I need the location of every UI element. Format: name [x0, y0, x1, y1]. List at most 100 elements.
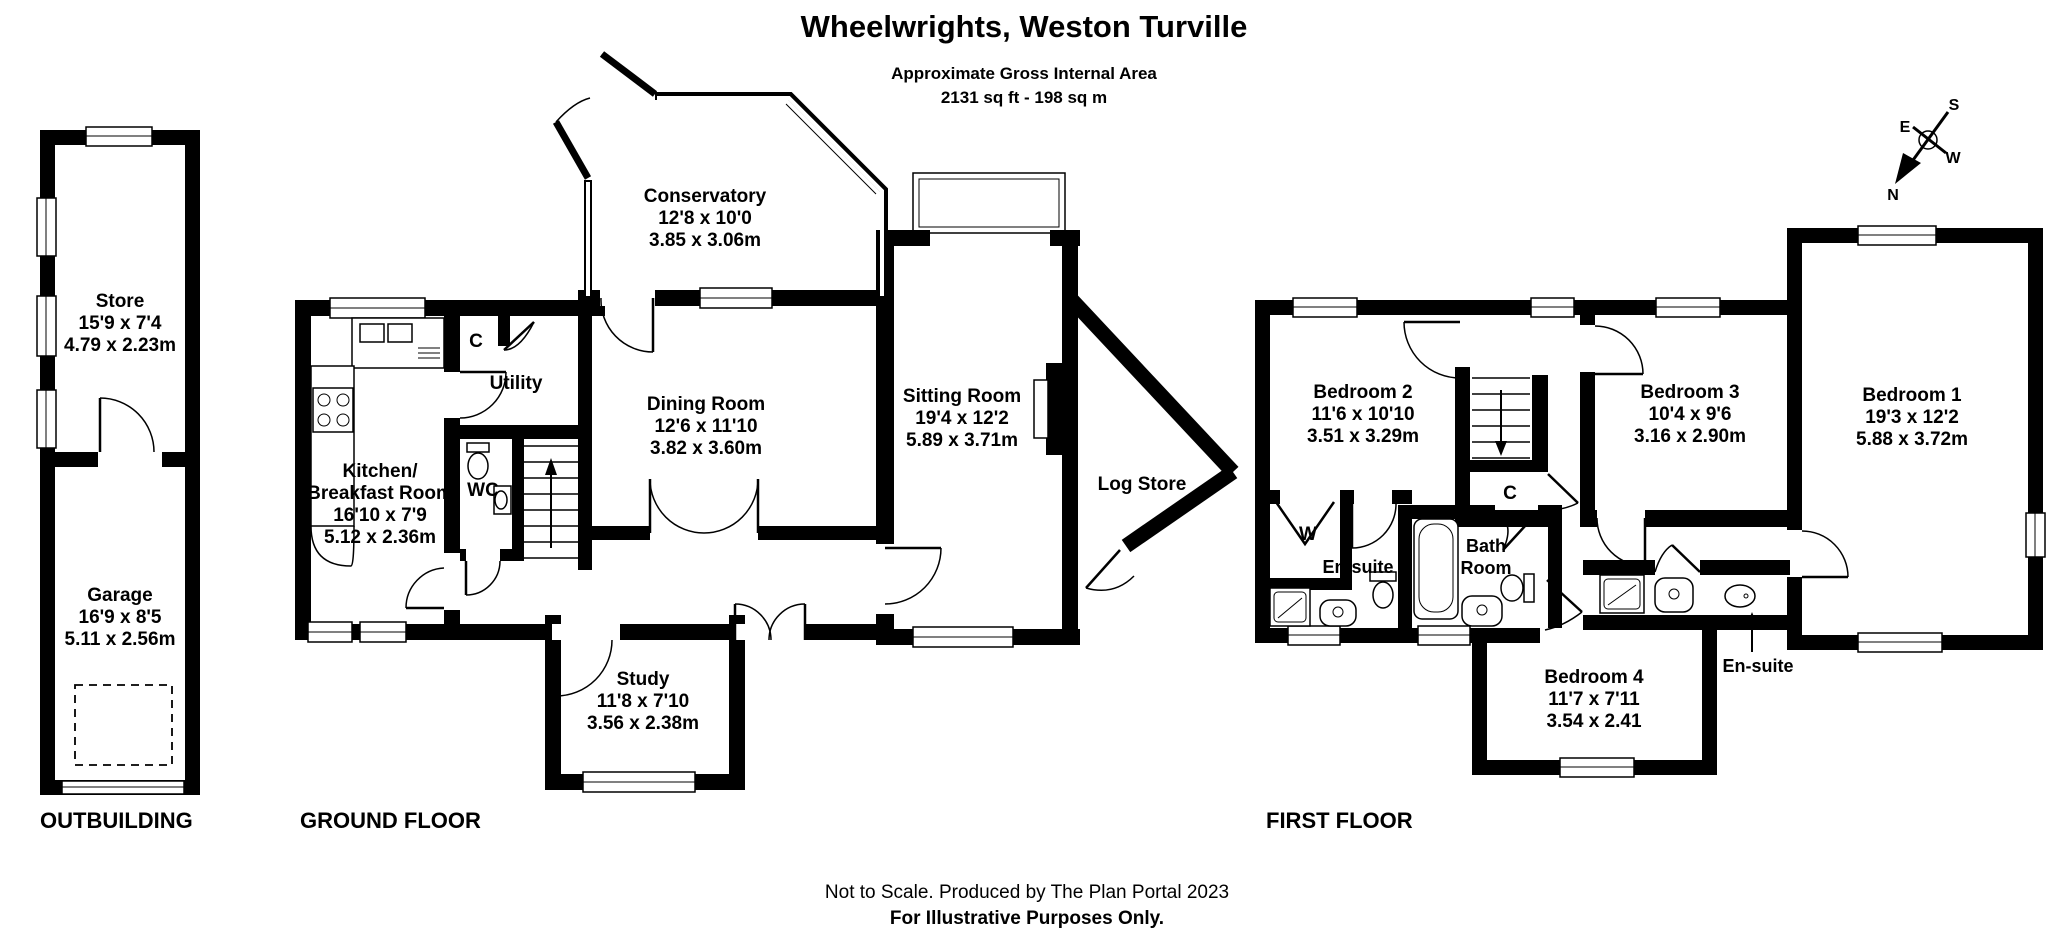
bath [1413, 518, 1459, 620]
room-name2: Breakfast Room [307, 483, 453, 504]
room-size-metric: 3.54 x 2.41 [1546, 711, 1642, 732]
room-name: Dining Room [647, 394, 765, 415]
bedroom3-label: Bedroom 3 10'4 x 9'6 3.16 x 2.90m [1634, 382, 1746, 447]
toilet [1724, 584, 1756, 608]
cupboard-label: C [1503, 483, 1517, 504]
room-name: Bedroom 1 [1862, 385, 1962, 406]
room-size-imperial: 19'3 x 12'2 [1865, 407, 1959, 428]
bedroom4-label: Bedroom 4 11'7 x 7'11 3.54 x 2.41 [1544, 667, 1644, 732]
ensuite1-fixtures [1599, 574, 1756, 614]
fireplace [1033, 379, 1049, 439]
conservatory-doors [552, 51, 658, 180]
outbuilding-floor-label: OUTBUILDING [40, 808, 193, 833]
room-size-metric: 3.85 x 3.06m [649, 230, 761, 251]
kitchen-label: Kitchen/ Breakfast Room 16'10 x 7'9 5.12… [307, 461, 453, 548]
store-door [98, 397, 155, 453]
sink-bowl [359, 323, 385, 343]
first-floor-walls [1255, 228, 2043, 775]
dining-label: Dining Room 12'6 x 11'10 3.82 x 3.60m [647, 394, 765, 459]
window [36, 295, 57, 357]
room-size-imperial: 10'4 x 9'6 [1649, 404, 1732, 425]
study-label: Study 11'8 x 7'10 3.56 x 2.38m [587, 669, 699, 734]
stairs-up [524, 445, 578, 559]
room-size-imperial: 11'8 x 7'10 [597, 691, 690, 712]
basin [1319, 599, 1357, 627]
room-size-imperial: 16'9 x 8'5 [79, 607, 162, 628]
room-name: Conservatory [644, 186, 767, 207]
stairs-up-arrow [545, 458, 557, 475]
room-name2: Room [1461, 558, 1512, 578]
bedroom1-label: Bedroom 1 19'3 x 12'2 5.88 x 3.72m [1856, 385, 1968, 450]
ensuite-arrow [1746, 612, 1758, 627]
shower [1269, 587, 1311, 627]
window [582, 771, 696, 793]
room-size-imperial: 16'10 x 7'9 [333, 505, 427, 526]
room-name: Kitchen/ [343, 461, 419, 482]
plan-subtitle-area: Approximate Gross Internal Area [891, 64, 1157, 83]
sink-bowl [387, 323, 413, 343]
first-floor-doors [1274, 320, 1849, 631]
first-floor-plan: Bedroom 2 11'6 x 10'10 3.51 x 3.29m Bedr… [1255, 225, 2046, 833]
room-name: Garage [87, 585, 152, 606]
ground-floor-doors [405, 297, 1135, 697]
bathroom-fixtures [1413, 518, 1535, 627]
sitting-label: Sitting Room 19'4 x 12'2 5.89 x 3.71m [903, 386, 1021, 451]
room-size-metric: 5.89 x 3.71m [906, 430, 1018, 451]
toilet [1500, 574, 1524, 602]
ground-floor-plan: Conservatory 12'8 x 10'0 3.85 x 3.06m C … [295, 51, 1239, 833]
window [1857, 225, 1937, 246]
garage-door [61, 780, 185, 795]
first-room-labels: Bedroom 2 11'6 x 10'10 3.51 x 3.29m Bedr… [1299, 382, 1968, 732]
ground-room-labels: Conservatory 12'8 x 10'0 3.85 x 3.06m C … [307, 186, 1186, 734]
plan-footer: Not to Scale. Produced by The Plan Porta… [825, 882, 1229, 929]
room-size-metric: 3.16 x 2.90m [1634, 426, 1746, 447]
window [85, 126, 153, 147]
window [1417, 625, 1471, 646]
room-name: Study [617, 669, 670, 690]
toilet-cistern [1523, 573, 1535, 603]
log-store-label: Log Store [1098, 474, 1187, 495]
footer-line2: For Illustrative Purposes Only. [890, 908, 1164, 929]
compass-north-arrow [1895, 153, 1921, 184]
stairs-down [1472, 377, 1530, 459]
window [912, 626, 1014, 648]
garage-label: Garage 16'9 x 8'5 5.11 x 2.56m [65, 585, 176, 650]
wardrobe-label: W [1299, 524, 1317, 545]
sitting-bay-window [912, 172, 1068, 246]
room-size-imperial: 11'7 x 7'11 [1548, 689, 1640, 710]
ground-floor-windows [307, 287, 1014, 793]
room-size-metric: 5.88 x 3.72m [1856, 429, 1968, 450]
room-name: Bedroom 2 [1313, 382, 1412, 403]
window [36, 389, 57, 449]
compass-rose-icon: S E W N [1887, 97, 1961, 204]
outbuilding-plan: Store 15'9 x 7'4 4.79 x 2.23m Garage 16'… [36, 126, 200, 833]
window [36, 197, 57, 257]
compass-s: S [1949, 97, 1960, 114]
window [1559, 757, 1635, 778]
conservatory-glazing [584, 92, 888, 298]
ground-floor-walls [295, 230, 1239, 790]
stairs-down-arrow [1495, 441, 1507, 456]
store-label: Store 15'9 x 7'4 4.79 x 2.23m [64, 291, 176, 356]
window [1287, 625, 1341, 646]
window [359, 621, 407, 643]
basin [1654, 577, 1694, 613]
ground-floor-openings [444, 232, 1050, 640]
window [2025, 512, 2046, 558]
toilet [1372, 581, 1394, 609]
kitchen-fixtures [310, 317, 445, 567]
toilet-cistern [466, 442, 490, 453]
room-size-metric: 5.12 x 2.36m [324, 527, 436, 548]
window [1857, 632, 1943, 653]
utility-label: Utility [490, 373, 543, 394]
window [1655, 297, 1721, 318]
garage-hatch-dashed-area [74, 684, 173, 766]
compass-w: W [1945, 150, 1961, 167]
window [699, 287, 773, 309]
room-size-metric: 3.51 x 3.29m [1307, 426, 1419, 447]
basin [1461, 595, 1503, 627]
room-name: Sitting Room [903, 386, 1021, 407]
wc-fixtures [466, 442, 512, 515]
